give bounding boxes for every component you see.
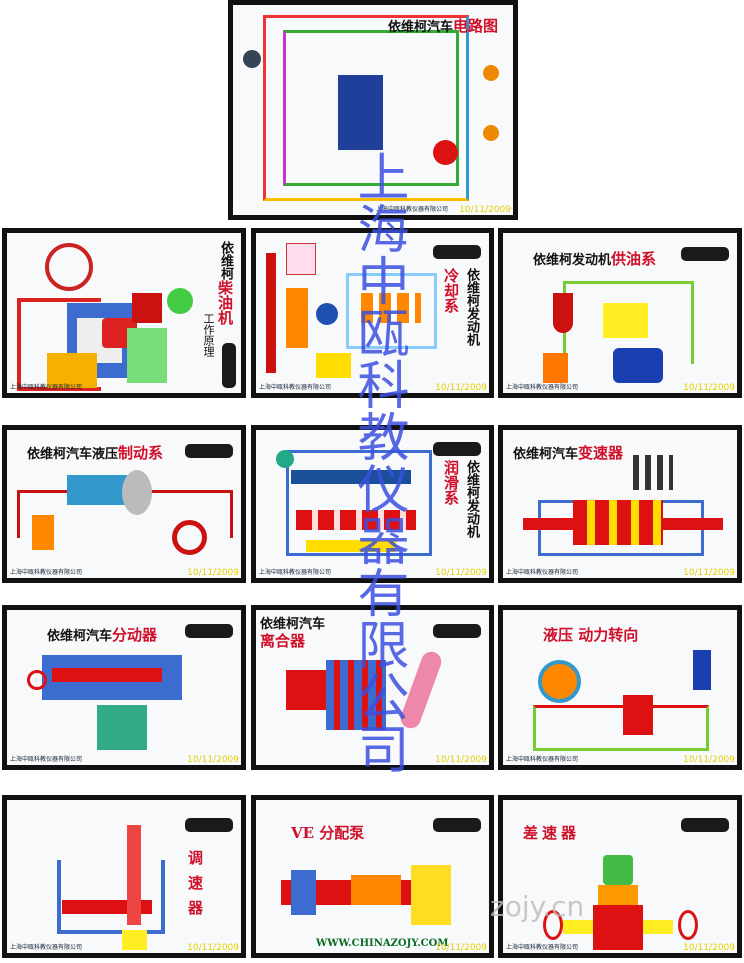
company-label: 上海中瓯科教仪器有限公司 [10,944,83,951]
board-transmission: 依维柯汽车变速器 上海中瓯科教仪器有限公司 10/11/2009 [498,425,742,583]
board-title: 依维柯汽车电路图 [387,17,498,35]
date-stamp: 10/11/2009 [187,755,239,765]
board-hydraulic-brake: 依维柯汽车液压制动系 上海中瓯科教仪器有限公司 10/11/2009 [2,425,246,583]
board-circuit-diagram: 依维柯汽车电路图 上海中瓯科教仪器有限公司 10/11/2009 [228,0,518,220]
date-stamp: 10/11/2009 [435,383,487,393]
board-power-steering: 液压 动力转向 上海中瓯科教仪器有限公司 10/11/2009 [498,605,742,770]
date-stamp: 10/11/2009 [683,755,735,765]
company-watermark: 上海中瓯科教仪器有限公司 [348,150,408,774]
company-label: 上海中瓯科教仪器有限公司 [506,756,579,763]
board-title: 依维柯柴油机 [216,241,234,325]
company-label: 上海中瓯科教仪器有限公司 [375,206,448,213]
board-title: 依维柯汽车变速器 [513,444,624,462]
company-label: 上海中瓯科教仪器有限公司 [506,569,579,576]
company-label: 上海中瓯科教仪器有限公司 [10,756,83,763]
date-stamp: 10/11/2009 [187,568,239,578]
board-fuel-supply: 依维柯发动机供油系 上海中瓯科教仪器有限公司 10/11/2009 [498,228,742,398]
board-title: VE 分配泵 [291,824,365,842]
board-subtitle: 工作原理 [202,313,215,357]
board-lubrication-system: 依维柯发动机润滑系 上海中瓯科教仪器有限公司 10/11/2009 [251,425,494,583]
board-governor: 调速器 上海中瓯科教仪器有限公司 10/11/2009 [2,795,246,958]
company-label: 上海中瓯科教仪器有限公司 [10,569,83,576]
board-ve-distributor-pump: VE 分配泵 WWW.CHINAZOJY.COM 10/11/2009 [251,795,494,958]
website-url: WWW.CHINAZOJY.COM [316,938,449,949]
board-handle [433,245,481,259]
date-stamp: 10/11/2009 [187,943,239,953]
date-stamp: 10/11/2009 [683,383,735,393]
board-title: 差速器 [523,824,581,842]
board-title: 依维柯汽车分动器 [47,626,158,644]
date-stamp: 10/11/2009 [435,568,487,578]
board-handle [433,624,481,638]
company-label: 上海中瓯科教仪器有限公司 [10,384,83,391]
board-handle [681,818,729,832]
date-stamp: 10/11/2009 [459,205,511,215]
board-title: 依维柯发动机润滑系 [442,460,479,538]
board-handle [185,444,233,458]
company-label: 上海中瓯科教仪器有限公司 [259,384,332,391]
board-title: 依维柯发动机供油系 [533,250,657,268]
board-title: 液压 动力转向 [543,626,639,644]
board-clutch: 依维柯汽车离合器 10/11/2009 [251,605,494,770]
company-label: 上海中瓯科教仪器有限公司 [259,569,332,576]
company-label: 上海中瓯科教仪器有限公司 [506,384,579,391]
board-handle [433,442,481,456]
board-title: 依维柯汽车离合器 [260,617,326,650]
site-watermark: zojy.cn [490,890,585,923]
board-title: 依维柯发动机冷却系 [442,268,479,346]
date-stamp: 10/11/2009 [435,943,487,953]
board-handle [185,624,233,638]
board-title: 调速器 [186,850,204,925]
date-stamp: 10/11/2009 [435,755,487,765]
date-stamp: 10/11/2009 [683,568,735,578]
date-stamp: 10/11/2009 [683,943,735,953]
board-title: 依维柯汽车液压制动系 [27,444,164,462]
board-handle [681,247,729,261]
board-differential: 差速器 上海中瓯科教仪器有限公司 10/11/2009 [498,795,742,958]
board-cooling-system: 依维柯发动机冷却系 上海中瓯科教仪器有限公司 10/11/2009 [251,228,494,398]
board-diesel-engine: 依维柯柴油机 工作原理 上海中瓯科教仪器有限公司 [2,228,246,398]
board-transfer-case: 依维柯汽车分动器 上海中瓯科教仪器有限公司 10/11/2009 [2,605,246,770]
board-handle [433,818,481,832]
company-label: 上海中瓯科教仪器有限公司 [506,944,579,951]
board-handle [222,343,236,388]
board-handle [185,818,233,832]
